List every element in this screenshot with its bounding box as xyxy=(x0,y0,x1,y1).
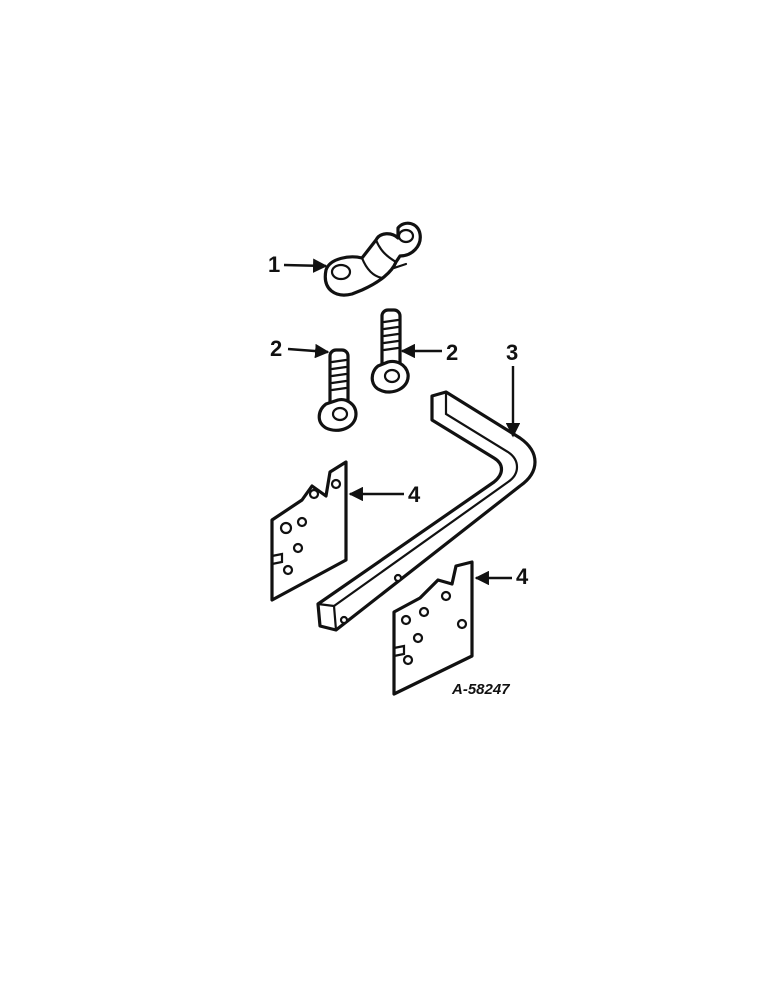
callout-2-right-label: 2 xyxy=(446,340,458,365)
clamp-part xyxy=(323,221,422,297)
callout-4-upper: 4 xyxy=(348,482,421,507)
plate-left-part xyxy=(270,460,348,602)
callout-2-left-arrow xyxy=(287,343,330,359)
callout-2-left: 2 xyxy=(270,336,330,361)
callout-1-label: 1 xyxy=(268,252,280,277)
figure-id: A-58247 xyxy=(451,681,510,698)
bar-part xyxy=(316,390,537,632)
callout-2-left-label: 2 xyxy=(270,336,282,361)
callout-3-label: 3 xyxy=(506,340,518,365)
callout-2-right: 2 xyxy=(400,340,458,365)
callout-1: 1 xyxy=(268,252,328,277)
eye-bolt-left-part xyxy=(317,348,358,432)
callout-3: 3 xyxy=(505,340,521,438)
plate-right-part xyxy=(392,560,474,696)
callout-4-lower-label: 4 xyxy=(516,564,529,589)
eye-bolt-right-part xyxy=(370,308,410,394)
callout-4-upper-label: 4 xyxy=(408,482,421,507)
callout-1-arrow xyxy=(283,258,328,273)
callout-4-lower: 4 xyxy=(474,564,529,589)
